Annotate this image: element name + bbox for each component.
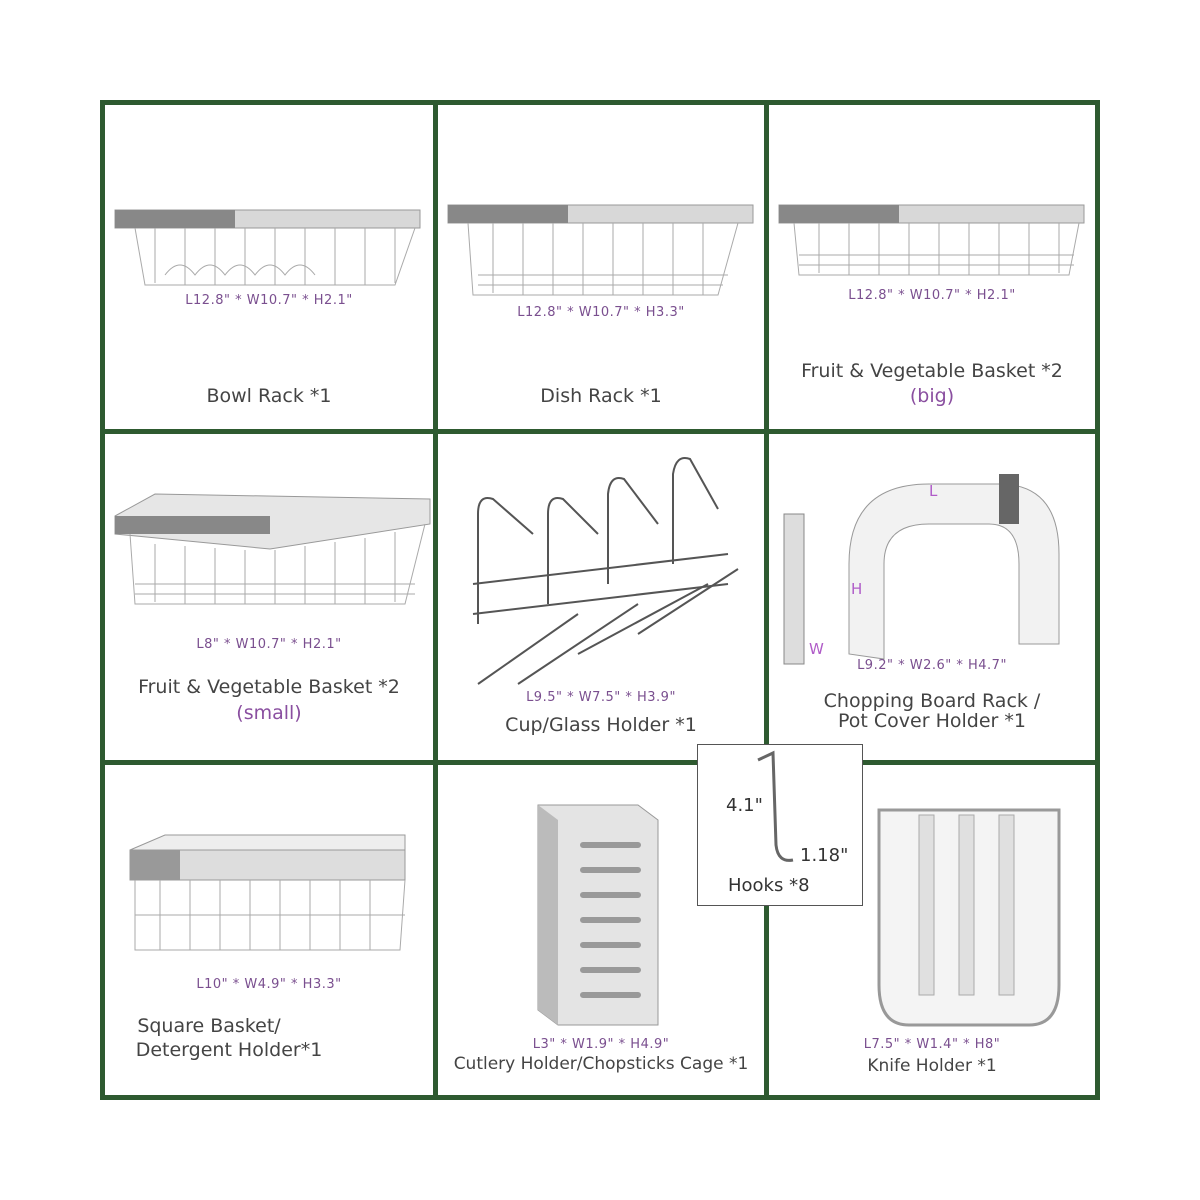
cell-bowl-rack: L12.8" * W10.7" * H2.1" Bowl Rack *1 bbox=[105, 105, 433, 429]
cell-chopping-board-rack: L H W L9.2" * W2.6" * H4.7" Chopping Board… bbox=[769, 434, 1095, 760]
cell-fruit-basket-big: L12.8" * W10.7" * H2.1" Fruit & Vegetabl… bbox=[769, 105, 1095, 429]
product-name: Fruit & Vegetable Basket *2 bbox=[801, 360, 1063, 382]
fruit-basket-big-illustration bbox=[778, 204, 1085, 276]
dish-rack-illustration bbox=[447, 204, 754, 296]
dimensions: L7.5" * W1.4" * H8" bbox=[863, 1037, 1001, 1052]
cell-fruit-basket-small: L8" * W10.7" * H2.1" Fruit & Vegetable B… bbox=[105, 434, 433, 760]
dimensions: L12.8" * W10.7" * H3.3" bbox=[517, 305, 685, 320]
cell-square-basket: L10" * W4.9" * H3.3" Square Basket/ Dete… bbox=[105, 765, 433, 1095]
product-name: Fruit & Vegetable Basket *2 bbox=[138, 676, 400, 698]
cell-knife-holder: L7.5" * W1.4" * H8" Knife Holder *1 bbox=[769, 765, 1095, 1095]
product-grid: L12.8" * W10.7" * H2.1" Bowl Rack *1 L12… bbox=[100, 100, 1100, 1100]
dimensions: L12.8" * W10.7" * H2.1" bbox=[848, 288, 1016, 303]
svg-text:H: H bbox=[851, 580, 862, 598]
cup-holder-illustration bbox=[472, 457, 739, 685]
hooks-inset: 4.1" 1.18" Hooks *8 bbox=[697, 744, 863, 906]
dimensions: L9.2" * W2.6" * H4.7" bbox=[857, 658, 1007, 673]
cell-dish-rack: L12.8" * W10.7" * H3.3" Dish Rack *1 bbox=[438, 105, 764, 429]
dimensions: L12.8" * W10.7" * H2.1" bbox=[185, 293, 353, 308]
hooks-name: Hooks *8 bbox=[728, 875, 810, 896]
cell-cup-holder: L9.5" * W7.5" * H3.9" Cup/Glass Holder *… bbox=[438, 434, 764, 760]
hook-height: 4.1" bbox=[726, 795, 763, 816]
product-name: Cup/Glass Holder *1 bbox=[505, 714, 697, 736]
product-name-line2: Pot Cover Holder *1 bbox=[838, 710, 1026, 732]
fruit-basket-small-illustration bbox=[114, 493, 431, 605]
chopping-board-rack-illustration: L H W bbox=[783, 474, 1060, 665]
product-name: Chopping Board Rack / bbox=[823, 690, 1041, 712]
product-name: Cutlery Holder/Chopsticks Cage *1 bbox=[453, 1054, 749, 1074]
bowl-rack-illustration bbox=[114, 209, 421, 286]
knife-holder-illustration bbox=[877, 808, 1061, 1027]
square-basket-illustration bbox=[129, 834, 406, 951]
hook-illustration bbox=[757, 750, 794, 862]
product-name: Knife Holder *1 bbox=[867, 1056, 997, 1076]
dimensions: L10" * W4.9" * H3.3" bbox=[196, 977, 342, 992]
product-size: (small) bbox=[236, 702, 302, 724]
dimensions: L9.5" * W7.5" * H3.9" bbox=[526, 690, 676, 705]
product-name-line2: Detergent Holder*1 bbox=[135, 1039, 323, 1061]
product-name: Bowl Rack *1 bbox=[206, 385, 332, 407]
cutlery-holder-illustration bbox=[537, 804, 659, 1026]
product-name: Square Basket/ bbox=[137, 1015, 281, 1037]
svg-text:L: L bbox=[929, 482, 938, 500]
product-name: Dish Rack *1 bbox=[540, 385, 662, 407]
svg-text:W: W bbox=[809, 640, 824, 658]
hook-width: 1.18" bbox=[800, 845, 849, 866]
dimensions: L8" * W10.7" * H2.1" bbox=[196, 637, 342, 652]
dimensions: L3" * W1.9" * H4.9" bbox=[532, 1037, 670, 1052]
product-size: (big) bbox=[909, 385, 955, 407]
